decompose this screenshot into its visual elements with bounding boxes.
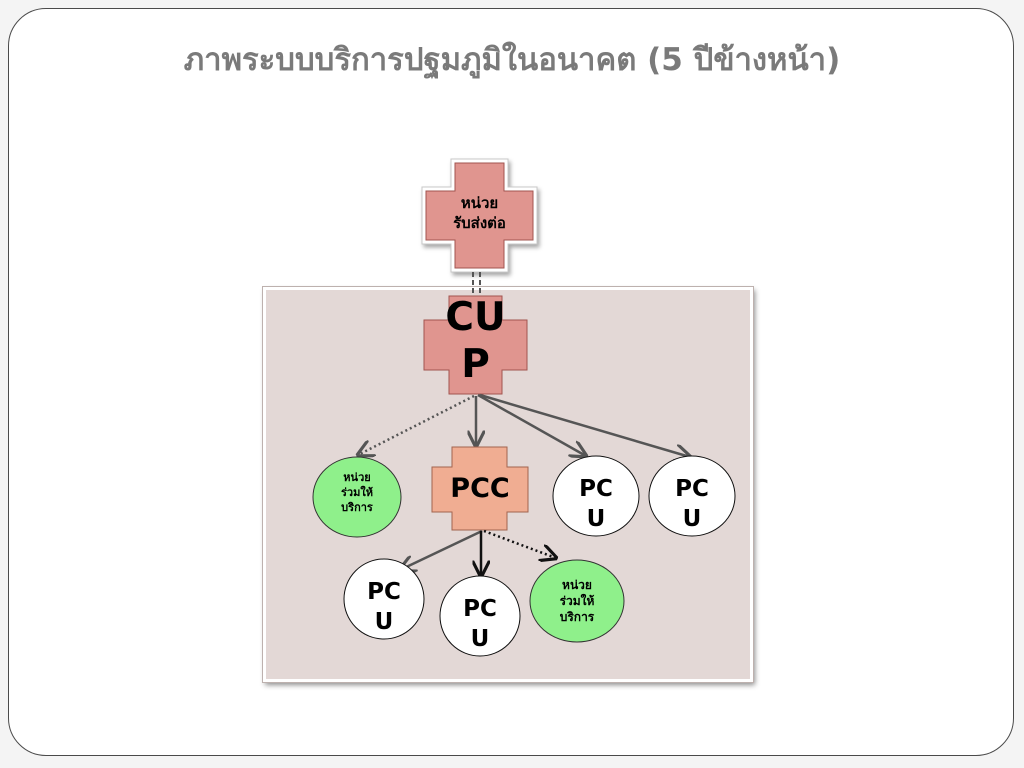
- arrow-pcc-to-pcu-bottom-1: [400, 529, 483, 570]
- pcu-bottom-1-circle: [343, 558, 425, 640]
- pcu-top-1-circle: [552, 455, 640, 537]
- arrow-cup-to-partner-left: [358, 394, 475, 455]
- pcu-top-2-circle: [648, 455, 736, 537]
- pcu-bottom-2-circle: [439, 575, 521, 657]
- referral-unit-cross-inner: [425, 162, 534, 269]
- arrow-cup-to-pcu-top-2: [479, 393, 690, 457]
- partner-unit-left-circle: [312, 456, 402, 538]
- arrow-pcc-to-partner-bottom: [483, 529, 556, 558]
- slide-title: ภาพระบบบริการปฐมภูมิในอนาคต (5 ปีข้างหน้…: [183, 42, 841, 78]
- arrow-cup-to-pcu-top-1: [477, 393, 586, 456]
- cup-cross: [423, 295, 528, 395]
- partner-unit-bottom-circle: [529, 559, 625, 643]
- pcc-cross: [431, 446, 529, 531]
